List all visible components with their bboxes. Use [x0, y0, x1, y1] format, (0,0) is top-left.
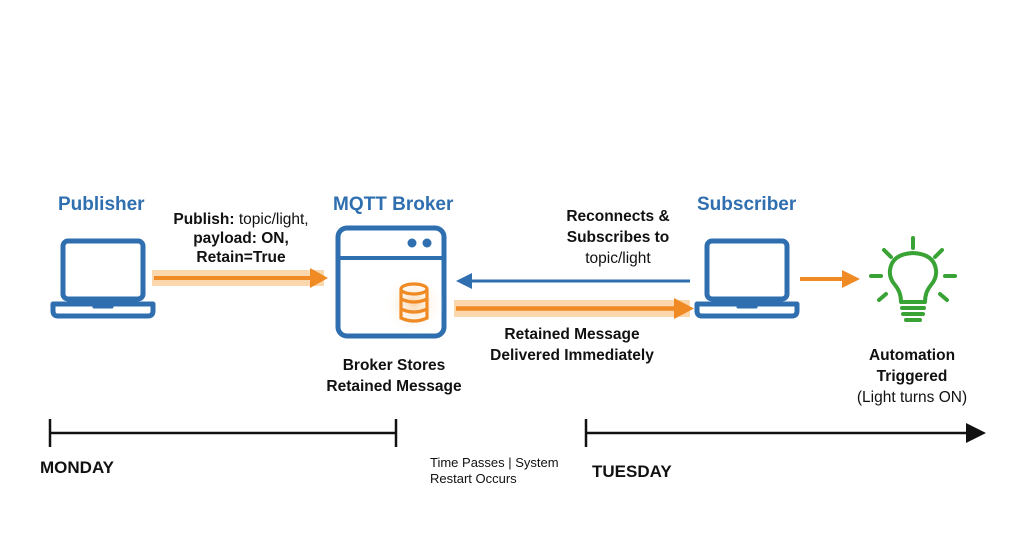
publish-arrow	[152, 268, 328, 288]
automation-label-line2: Triggered	[876, 368, 948, 385]
subscribe-label: Reconnects & Subscribes to topic/light	[540, 206, 696, 269]
lightbulb-icon	[869, 236, 957, 322]
timeline-middle-line1: Time Passes | System	[430, 455, 559, 470]
database-icon	[399, 282, 429, 323]
publisher-title: Publisher	[58, 194, 145, 215]
broker-caption: Broker Stores Retained Message	[316, 355, 472, 397]
subscriber-laptop-icon	[694, 238, 800, 319]
timeline-middle-label: Time Passes | System Restart Occurs	[430, 455, 559, 487]
server-window-icon	[335, 225, 447, 339]
delivery-label-line2: Delivered Immediately	[490, 347, 654, 364]
timeline-start-label: MONDAY	[40, 458, 114, 477]
delivery-label: Retained Message Delivered Immediately	[472, 324, 672, 366]
publish-label: Publish: topic/light, payload: ON, Retai…	[164, 210, 318, 267]
publish-payload: payload: ON,	[193, 230, 289, 247]
subscribe-label-line1: Reconnects &	[566, 208, 670, 225]
publish-prefix: Publish:	[173, 211, 235, 228]
delivery-arrow	[454, 298, 694, 319]
automation-label-line1: Automation	[868, 347, 956, 364]
broker-title: MQTT Broker	[333, 194, 454, 215]
publisher-laptop-icon	[50, 238, 156, 319]
delivery-label-line1: Retained Message	[504, 326, 640, 343]
broker-caption-line1: Broker Stores	[342, 357, 446, 374]
subscribe-label-line2: Subscribes to	[566, 229, 670, 246]
subscribe-label-line3: topic/light	[585, 250, 651, 267]
automation-label: Automation Triggered (Light turns ON)	[838, 345, 986, 408]
timeline-end-label: TUESDAY	[592, 462, 672, 481]
subscriber-title: Subscriber	[697, 194, 797, 215]
timeline-middle-line2: Restart Occurs	[430, 471, 517, 486]
timeline	[48, 419, 986, 447]
automation-label-line3: (Light turns ON)	[856, 389, 968, 406]
subscribe-arrow	[456, 273, 690, 289]
publish-topic: topic/light,	[234, 211, 309, 228]
broker-caption-line2: Retained Message	[326, 378, 462, 395]
publish-retain: Retain=True	[196, 249, 286, 266]
automation-arrow	[800, 270, 860, 288]
